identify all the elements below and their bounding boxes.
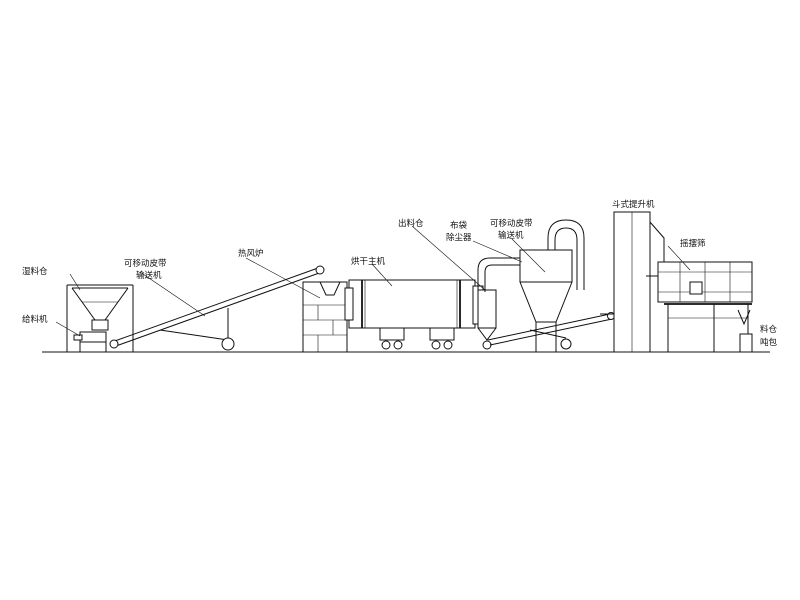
product-bin: [737, 309, 753, 353]
label-bucket-elevator: 斗式提升机: [612, 199, 655, 210]
label-outlet-bin: 出料仓: [398, 218, 424, 229]
label-feeder: 给料机: [22, 314, 48, 325]
label-dryer-main: 烘干主机: [351, 256, 386, 267]
label-product-bin-line-2: 吨包: [760, 337, 778, 348]
screen-support-frame: [664, 303, 752, 352]
belt-conveyor-2: [487, 312, 615, 350]
vibrating-screen: [646, 261, 753, 303]
label-conveyor-1-line-1: 可移动皮带: [124, 258, 167, 269]
label-conveyor-1-line-2: 输送机: [136, 270, 162, 281]
label-wet-bin: 湿料仓: [22, 266, 48, 277]
label-vibrating-screen: 摇摆筛: [680, 238, 706, 249]
label-conveyor-2-line-2: 输送机: [498, 230, 524, 241]
dryer-drum: [344, 279, 484, 353]
feeder: [73, 331, 107, 352]
label-bag-dust-line-2: 除尘器: [446, 232, 472, 243]
outlet-bin: [477, 289, 497, 350]
label-conveyor-2-line-1: 可移动皮带: [490, 218, 533, 229]
label-hot-air-furnace: 热风炉: [238, 248, 264, 259]
bucket-elevator: [600, 211, 665, 353]
wet-bin: [66, 284, 134, 352]
label-bag-dust-line-1: 布袋: [450, 220, 468, 231]
duct-to-bag-filter: [477, 257, 520, 292]
belt-conveyor-1: [109, 265, 325, 351]
label-product-bin-line-1: 料仓: [760, 324, 778, 335]
leader-lines: [55, 225, 691, 337]
